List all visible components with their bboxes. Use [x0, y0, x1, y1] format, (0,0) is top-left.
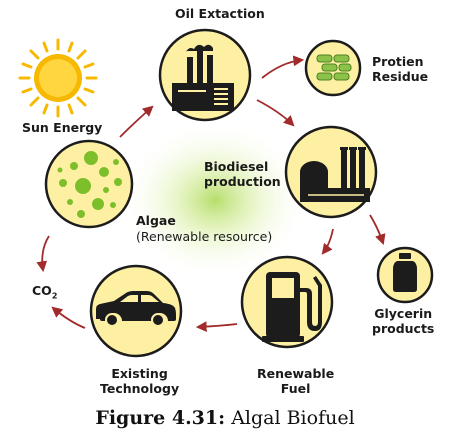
arrow-fuel-to-technology [195, 321, 238, 333]
sun-icon [18, 38, 98, 118]
label-glycerin-line1: Glycerin [374, 306, 433, 321]
label-renewable-fuel-line1: Renewable [257, 366, 335, 381]
algae-cells-icon [44, 139, 134, 229]
arrow-extraction-to-refinery [256, 99, 295, 127]
arrow-technology-to-co2 [51, 306, 86, 329]
label-existing-tech-line1: Existing [111, 366, 168, 381]
label-protein-residue: Protien Residue [372, 54, 428, 84]
arrow-refinery-to-glycerin [369, 214, 386, 246]
label-renewable-fuel-line2: Fuel [280, 381, 311, 396]
center-glow [120, 120, 310, 280]
label-protein-residue-line2: Residue [372, 69, 429, 84]
label-glycerin-products: Glycerin products [372, 306, 434, 336]
label-oil-extraction: Oil Extaction [175, 6, 265, 21]
label-sun-energy: Sun Energy [22, 120, 103, 135]
cycle-arrows [36, 55, 386, 333]
label-co2-main: CO [32, 283, 52, 298]
refinery-icon [284, 125, 378, 219]
label-algae: Algae [136, 213, 176, 228]
arrow-algae-to-co2 [36, 235, 50, 273]
label-algae-note: (Renewable resource) [136, 229, 273, 244]
label-biodiesel-production: Biodiesel production [204, 159, 281, 189]
arrow-algae-to-extraction [119, 105, 154, 138]
figure-caption: Figure 4.31: Algal Biofuel [0, 407, 450, 429]
label-co2: CO2 [32, 283, 57, 304]
car-icon [89, 264, 183, 358]
label-existing-tech-line2: Technology [100, 381, 180, 396]
label-renewable-fuel: Renewable Fuel [257, 366, 334, 396]
label-existing-technology: Existing Technology [100, 366, 179, 396]
arrow-extraction-to-residue [261, 55, 305, 79]
label-biodiesel-line1: Biodiesel [204, 159, 269, 174]
label-co2-sub: 2 [51, 291, 58, 301]
label-protein-residue-line1: Protien [372, 54, 424, 69]
protein-pellets-icon [304, 39, 362, 97]
arrow-refinery-to-fuel [321, 228, 334, 255]
label-biodiesel-line2: production [204, 174, 281, 189]
label-glycerin-line2: products [372, 321, 435, 336]
glycerin-bottle-icon [376, 246, 434, 304]
figure-title: Algal Biofuel [231, 407, 355, 429]
factory-icon [158, 28, 252, 122]
figure-number: Figure 4.31: [95, 407, 226, 429]
fuel-pump-icon [240, 255, 334, 349]
